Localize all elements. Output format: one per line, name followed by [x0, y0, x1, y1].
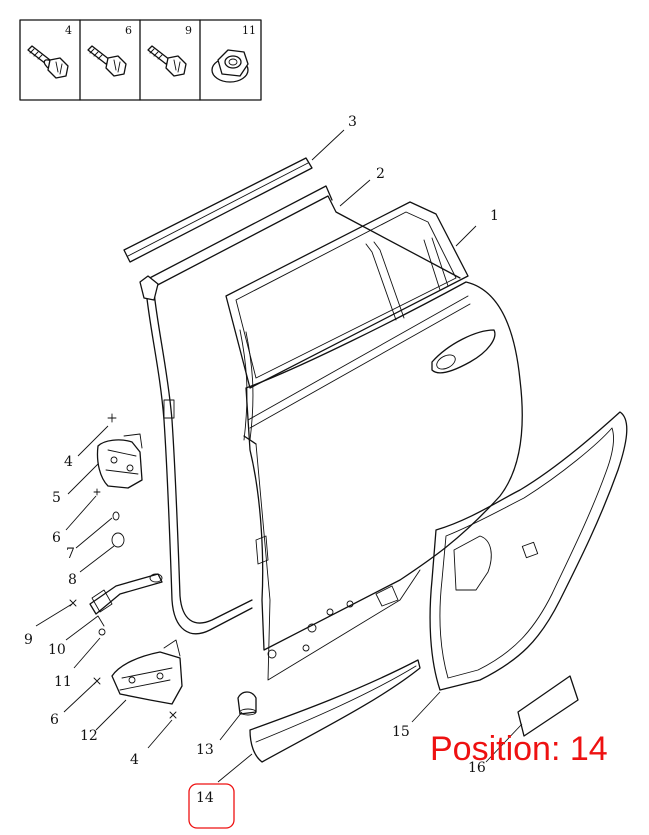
hex-bolt-icon: [147, 45, 187, 77]
washer-part-7: [112, 511, 120, 521]
hex-bolt-icon: [87, 45, 127, 77]
flange-bolt-icon: [27, 45, 69, 79]
callout-6: 6: [50, 712, 59, 728]
upper-hinge-part-5: [96, 433, 143, 489]
callout-12: 12: [80, 728, 98, 744]
leader-lines: [35, 129, 523, 783]
callout-11: 11: [54, 674, 72, 690]
fastener-kit-table: 4 6 9 11: [19, 19, 262, 101]
bolt-mark: [107, 413, 117, 423]
door-seal-part-15: [429, 411, 628, 691]
kit-cell-label: 6: [125, 24, 132, 37]
callout-6: 6: [52, 530, 61, 546]
door-check-part-10: [89, 573, 163, 627]
emblem-part-16: [517, 675, 579, 737]
bolt-mark: [93, 488, 101, 496]
callout-16: 16: [468, 760, 486, 776]
callout-5: 5: [52, 490, 61, 506]
callout-8: 8: [68, 572, 77, 588]
seal-part-8: [111, 532, 125, 548]
callout-9: 9: [24, 632, 33, 648]
selected-part-highlight: [188, 783, 235, 829]
weatherstrip-part-2: [139, 185, 461, 635]
callout-4: 4: [64, 454, 73, 470]
kit-cell-label: 11: [242, 24, 256, 37]
door-shell-part-1: [225, 201, 523, 681]
callout-15: 15: [392, 724, 410, 740]
callout-14: 14: [196, 790, 214, 806]
callout-10: 10: [48, 642, 66, 658]
callout-7: 7: [66, 546, 75, 562]
lower-hinge-part-12: [111, 639, 183, 705]
position-readout: Position: 14: [430, 730, 608, 768]
ring-part-11: [98, 628, 106, 636]
lower-garnish-part-14: [249, 659, 421, 763]
plug-part-13: [237, 691, 257, 716]
callout-4: 4: [130, 752, 139, 768]
kit-cell-label: 4: [65, 24, 72, 37]
flange-nut-icon: [211, 49, 249, 83]
bolt-mark: [169, 711, 177, 719]
callout-3: 3: [348, 114, 357, 130]
roof-moulding-part-3: [123, 157, 313, 263]
kit-cell-label: 9: [185, 24, 192, 37]
callout-2: 2: [376, 166, 385, 182]
callout-13: 13: [196, 742, 214, 758]
callout-1: 1: [490, 208, 499, 224]
